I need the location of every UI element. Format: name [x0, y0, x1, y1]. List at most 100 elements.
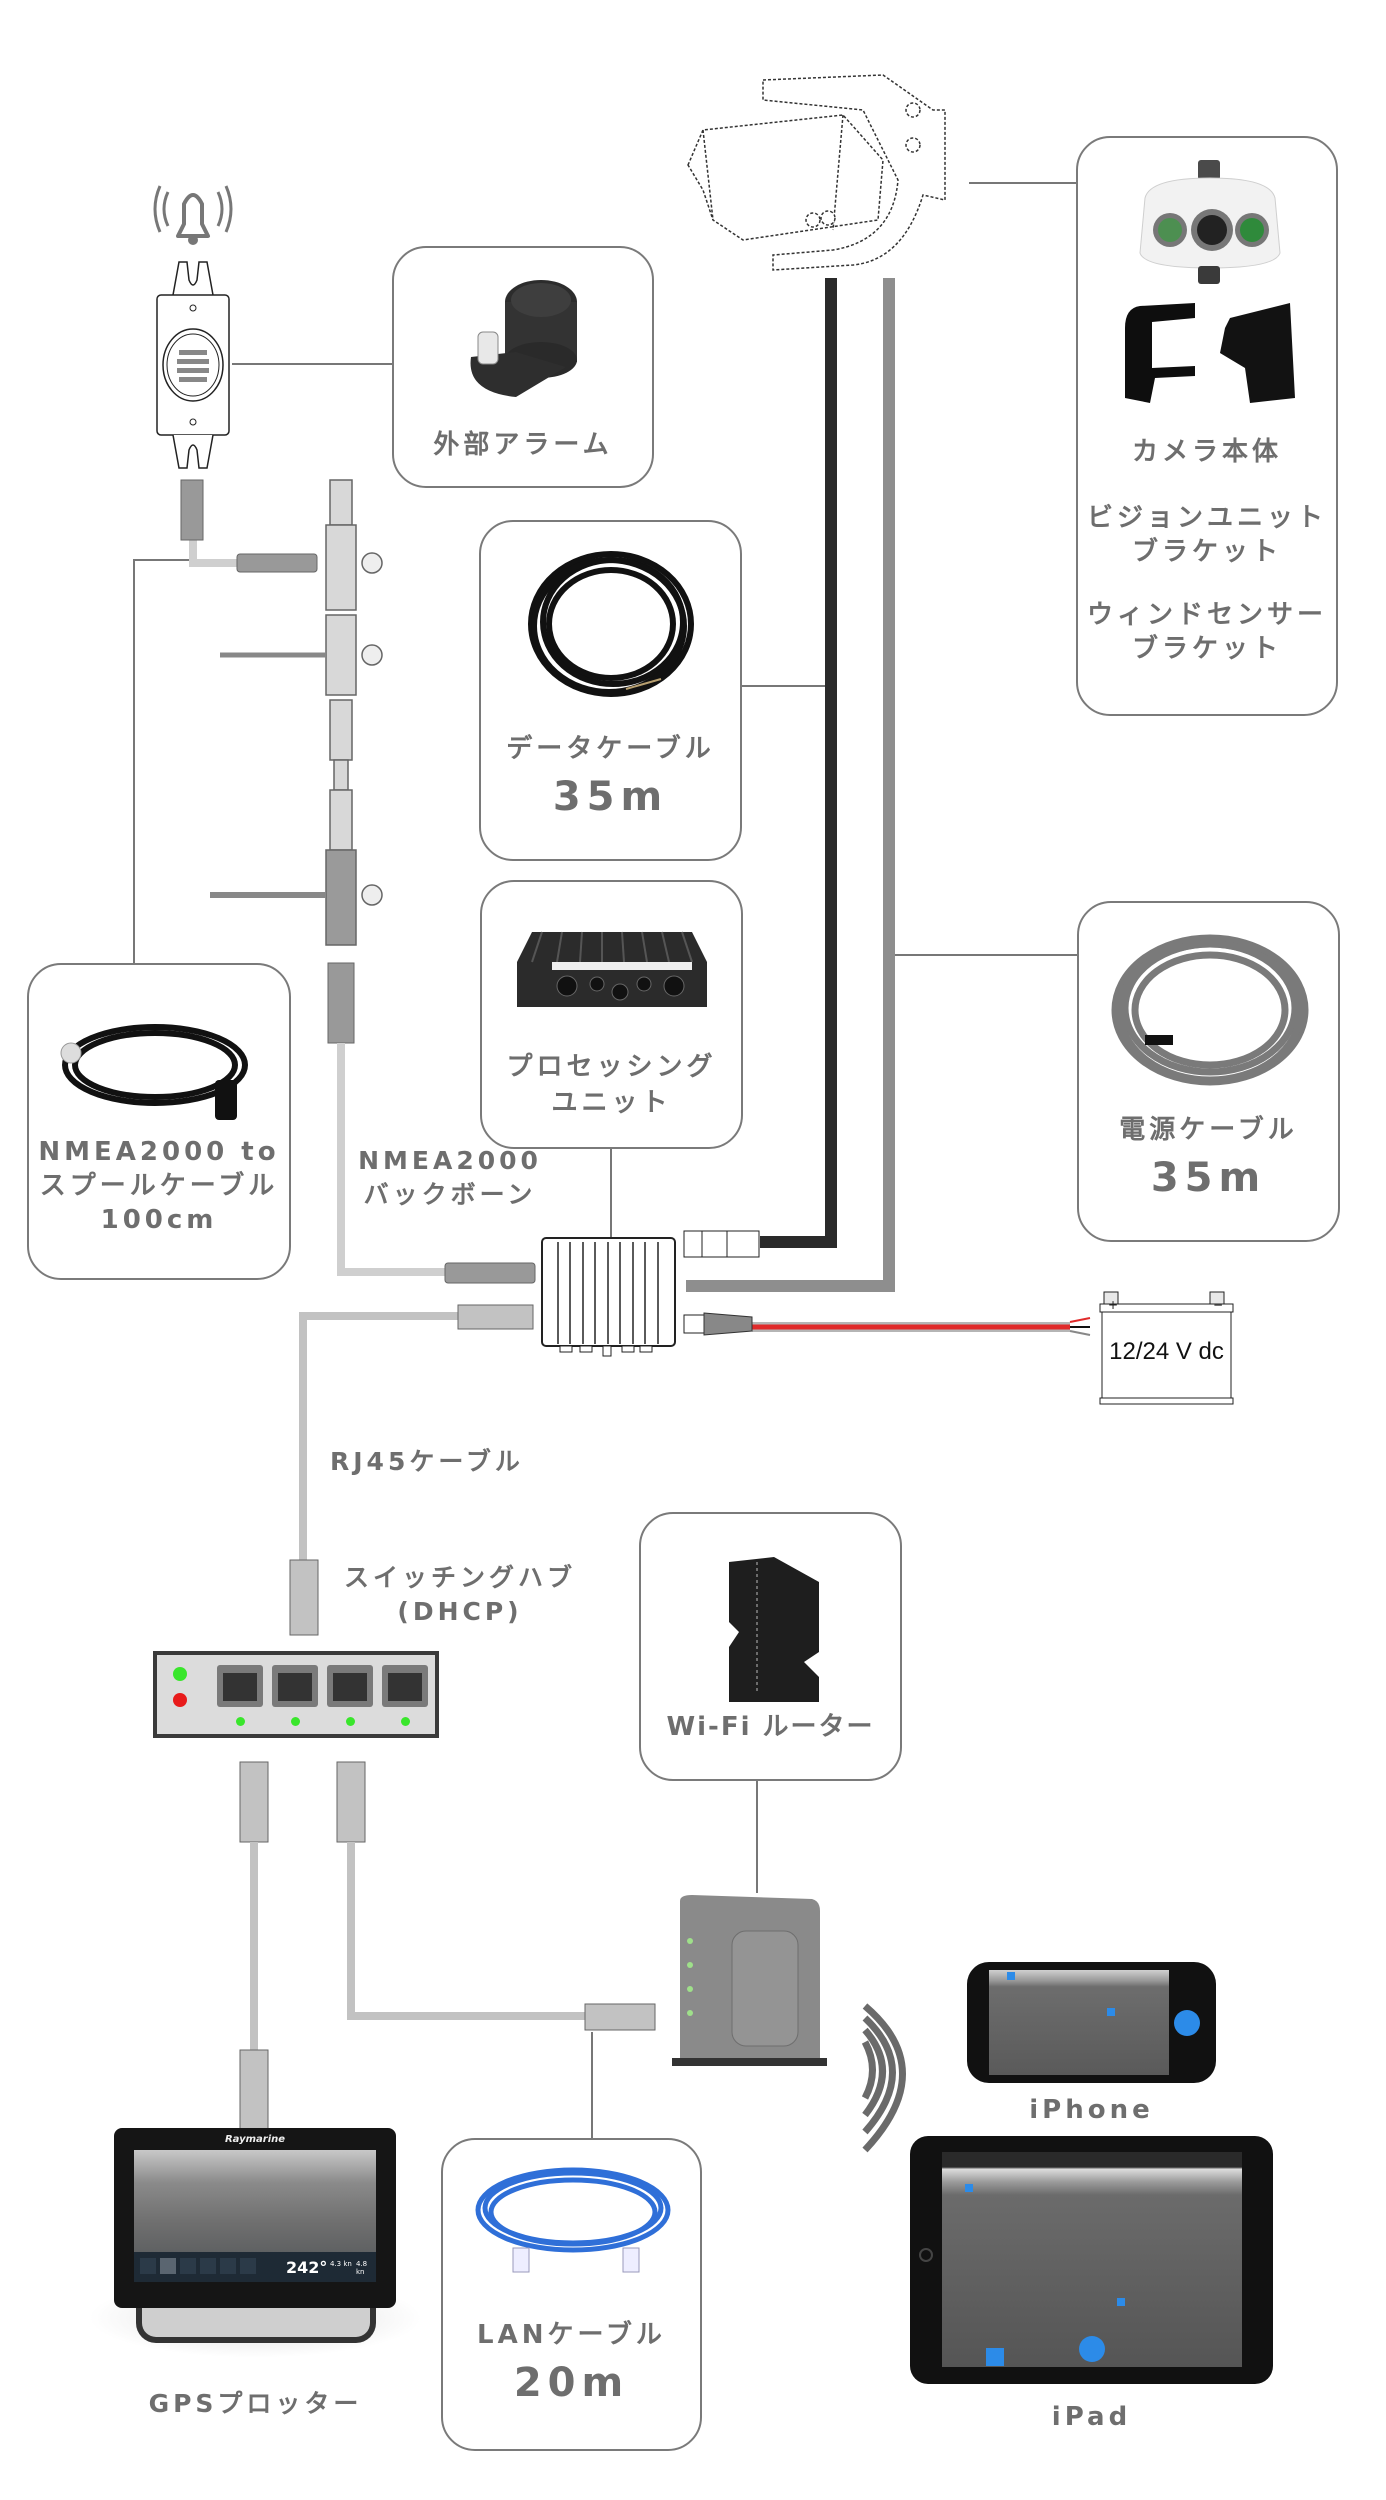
- rj45-plug-router: [584, 2003, 656, 2031]
- plotter-toolbar-button[interactable]: [140, 2258, 156, 2274]
- bracket-photos: [1125, 303, 1295, 403]
- switching-hub-label-b: (DHCP): [397, 1597, 523, 1626]
- wire-lead-grey: [1069, 1330, 1091, 1336]
- rj45-plug-top: [457, 1304, 534, 1330]
- ipad-screen: [942, 2152, 1242, 2367]
- nmea-spool-cable-card: NMEA2000 to スプールケーブル 100cm: [27, 963, 291, 1280]
- rj45-cable: [299, 1312, 465, 1560]
- vision-bracket-label-a: ビジョンユニット: [1086, 503, 1327, 533]
- battery-plus: +: [1108, 1298, 1119, 1312]
- plotter-toolbar: 242° 4.3 kn 4.8 kn: [134, 2252, 376, 2282]
- nmea-backbone-cable: [337, 1043, 445, 1276]
- plotter-toolbar-button[interactable]: [240, 2258, 256, 2274]
- backbone-end-connector: [444, 1262, 536, 1284]
- alarm-drop-cable: [189, 540, 237, 567]
- hub-port-1[interactable]: [217, 1665, 263, 1707]
- plotter-toolbar-button[interactable]: [220, 2258, 236, 2274]
- wifi-router-card: Wi-Fi ルーター: [639, 1512, 902, 1781]
- hub-port-4[interactable]: [382, 1665, 428, 1707]
- processing-unit-label-b: ユニット: [551, 1088, 672, 1118]
- router-device: [672, 1895, 827, 2066]
- nmea-backbone-label-b: バックボーン: [363, 1180, 537, 1209]
- data-cable-photo: [528, 551, 694, 697]
- lan-cable-card: LANケーブル 20m: [441, 2138, 702, 2451]
- iphone-screen: [989, 1970, 1169, 2075]
- hub-port-led: [291, 1717, 300, 1726]
- power-cable-card: 電源ケーブル 35m: [1077, 901, 1340, 1242]
- battery-voltage-label: 12/24 V dc: [1109, 1338, 1224, 1365]
- plotter-toolbar-button[interactable]: [160, 2258, 176, 2274]
- battery-minus: −: [1213, 1298, 1224, 1312]
- wifi-router-photo: [729, 1557, 819, 1702]
- nmea-female-connector: [236, 553, 318, 573]
- switching-hub-label-a: スイッチングハブ: [343, 1563, 576, 1592]
- camera-card: カメラ本体 ビジョンユニット ブラケット ウィンドセンサー ブラケット: [1076, 136, 1338, 716]
- wind-bracket-label-a: ウィンドセンサー: [1086, 600, 1327, 630]
- battery-outline: [1099, 1291, 1234, 1405]
- gps-plotter-label: GPSプロッター: [148, 2389, 363, 2418]
- vision-bracket-label-b: ブラケット: [1131, 537, 1282, 567]
- iphone-boat-marker[interactable]: [1107, 2008, 1115, 2016]
- ipad-device: [910, 2136, 1273, 2384]
- nmea-spool-cable-photo: [60, 1024, 248, 1120]
- ipad-app-button[interactable]: [1079, 2336, 1105, 2362]
- processing-junction-box: [541, 1237, 676, 1357]
- backbone-connector: [327, 962, 355, 1044]
- processing-unit-card: プロセッシング ユニット: [480, 880, 743, 1149]
- nmea-backbone-label-a: NMEA2000: [358, 1146, 542, 1175]
- hub-port-3[interactable]: [327, 1665, 373, 1707]
- nmea-spool-label-c: 100cm: [100, 1205, 218, 1235]
- iphone-label: iPhone: [1029, 2095, 1154, 2125]
- alarm-unit: [156, 261, 230, 469]
- alarm-plug: [180, 479, 204, 541]
- junction-connectors: [683, 1230, 760, 1336]
- plotter-screen: 242° 4.3 kn 4.8 kn: [134, 2150, 376, 2282]
- plotter-toolbar-button[interactable]: [180, 2258, 196, 2274]
- router-cable: [347, 1842, 585, 2020]
- rj45-plug-switch: [289, 1559, 319, 1636]
- ipad-boat-marker[interactable]: [1117, 2298, 1125, 2306]
- gps-plotter: Raymarine 242° 4.3 kn 4.8 kn: [88, 2128, 423, 2358]
- camera-sketch: [687, 74, 946, 271]
- plotter-speed-1: 4.3 kn: [330, 2260, 352, 2268]
- power-cable: [686, 278, 895, 1292]
- iphone-boat-marker[interactable]: [1007, 1972, 1015, 1980]
- bell-icon: [153, 185, 233, 245]
- hub-port-led: [346, 1717, 355, 1726]
- wire-lead-red: [1069, 1317, 1091, 1323]
- plotter-speed-2: 4.8 kn: [356, 2260, 368, 2276]
- wifi-router-label: Wi-Fi ルーター: [666, 1712, 875, 1742]
- plotter-brand: Raymarine: [224, 2134, 286, 2145]
- ipad-tab-active[interactable]: [986, 2348, 1004, 2366]
- power-cable-photo: [1111, 934, 1309, 1086]
- plotter-bezel: Raymarine 242° 4.3 kn 4.8 kn: [114, 2128, 396, 2308]
- ipad-home-button[interactable]: [919, 2248, 933, 2262]
- data-cable-length: 35m: [552, 774, 669, 820]
- battery: + − 12/24 V dc: [1098, 1290, 1235, 1405]
- processing-unit-label-a: プロセッシング: [506, 1052, 717, 1082]
- nmea-card-line: [133, 559, 189, 963]
- hub-led-power: [173, 1667, 187, 1681]
- iphone-app-button[interactable]: [1174, 2010, 1200, 2036]
- iphone-device: [967, 1962, 1216, 2083]
- external-alarm-label: 外部アラーム: [433, 430, 613, 460]
- switching-hub: [153, 1651, 439, 1738]
- camera-photo: [1139, 160, 1281, 284]
- rj45-plug-sw1: [239, 1761, 269, 1843]
- ipad-boat-marker[interactable]: [965, 2184, 973, 2192]
- data-cable: [760, 278, 837, 1248]
- ipad-label: iPad: [1051, 2402, 1132, 2432]
- wind-bracket-label-b: ブラケット: [1131, 634, 1282, 664]
- external-alarm-card: 外部アラーム: [392, 246, 654, 488]
- hub-port-2[interactable]: [272, 1665, 318, 1707]
- nmea-backbone-tees: [210, 479, 383, 946]
- plotter-toolbar-button[interactable]: [200, 2258, 216, 2274]
- hub-port-led: [236, 1717, 245, 1726]
- lan-cable-photo: [475, 2167, 671, 2273]
- camera-body-label: カメラ本体: [1131, 437, 1282, 467]
- processing-unit-photo: [517, 931, 707, 1007]
- rj45-cable-label: RJ45ケーブル: [330, 1447, 524, 1476]
- plotter-heading: 242°: [286, 2258, 328, 2277]
- hub-led-alert: [173, 1693, 187, 1707]
